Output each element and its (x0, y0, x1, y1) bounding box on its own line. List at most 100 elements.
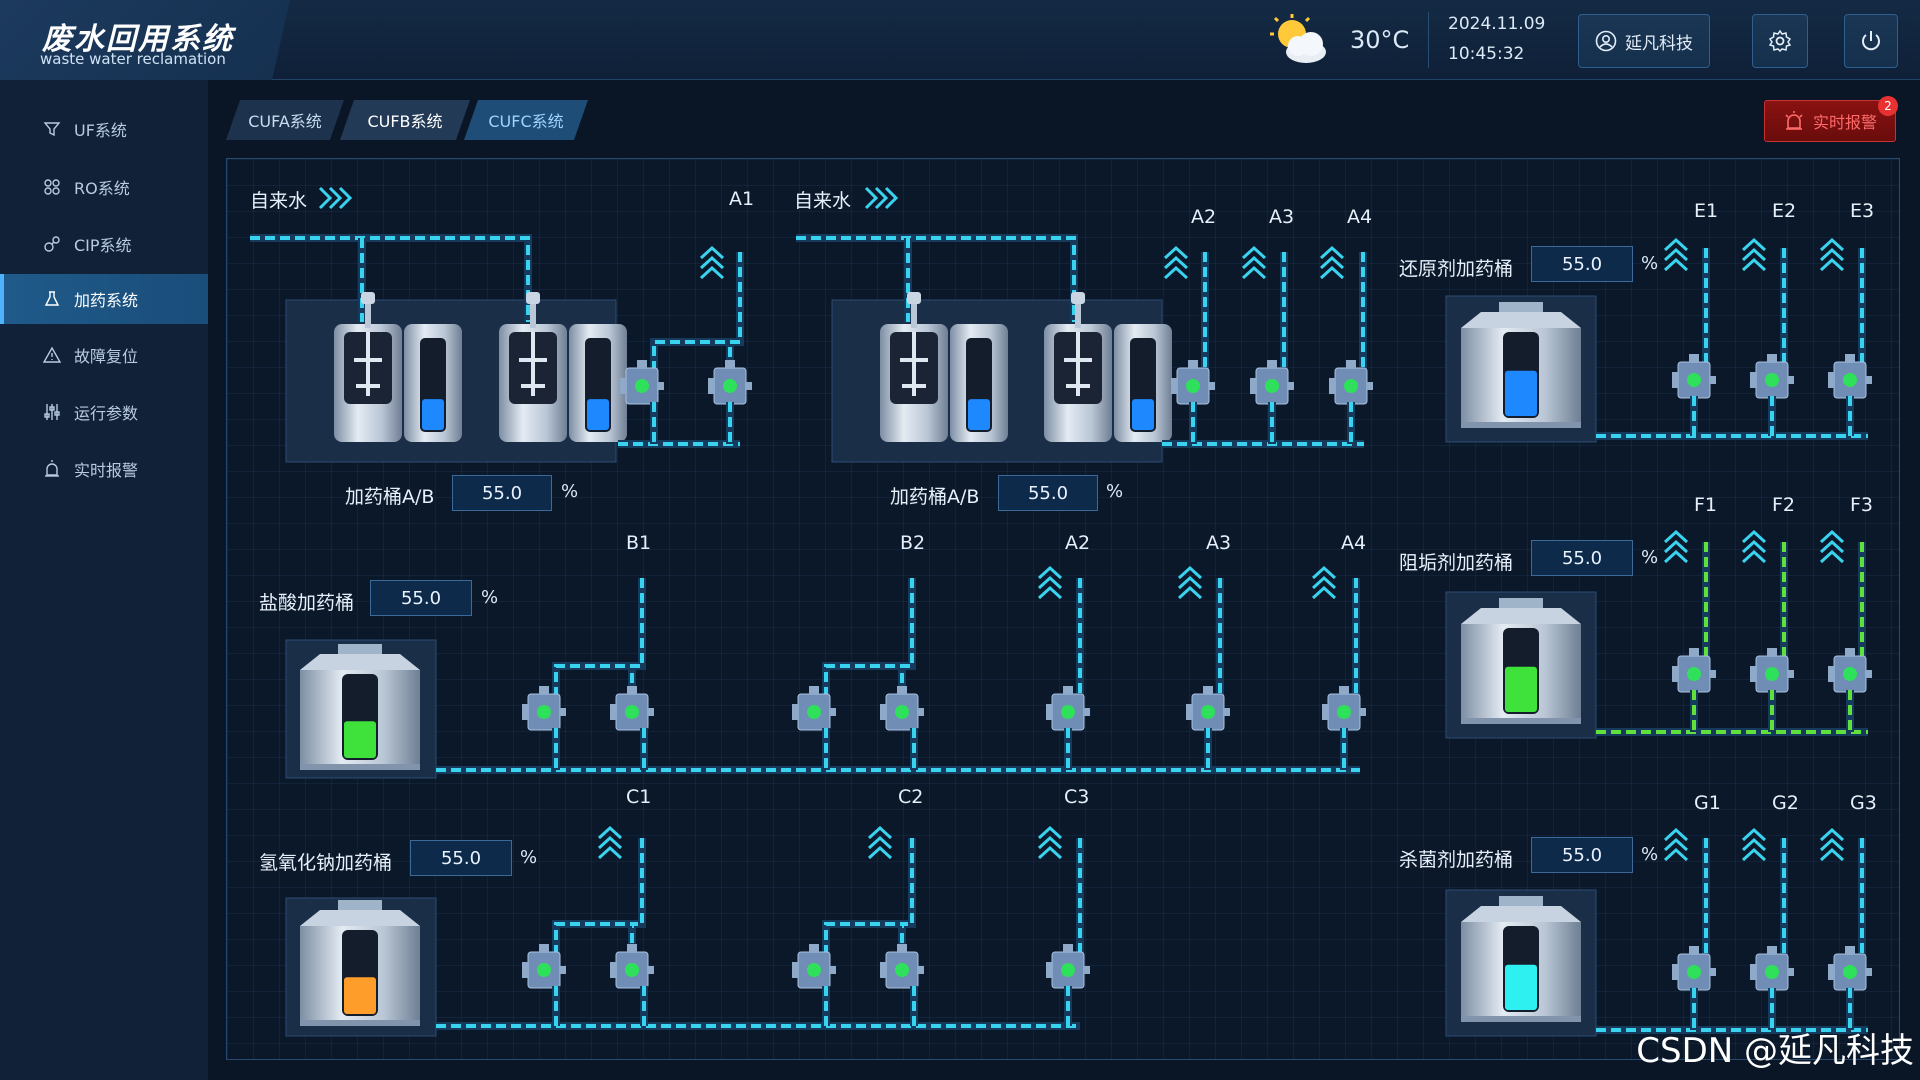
cycle-icon (44, 236, 60, 252)
reducer-value[interactable]: 55.0 (1531, 246, 1633, 282)
pump-flange (1710, 968, 1716, 976)
user-label: 延凡科技 (1625, 33, 1693, 54)
pump-inlet (809, 944, 819, 952)
sidebar-item-ro[interactable]: RO系统 (0, 162, 208, 212)
pump-flange (1750, 372, 1756, 388)
pump-flange (1329, 378, 1335, 394)
alarm-icon (45, 460, 59, 477)
point-f1: F1 (1694, 494, 1718, 516)
sidebar-item-alarms[interactable]: 实时报警 (0, 444, 208, 494)
level-fill (344, 977, 376, 1014)
biocide-value[interactable]: 55.0 (1531, 837, 1633, 873)
dosing-ab-value-left[interactable]: 55.0 (452, 475, 552, 511)
grid-icon (44, 179, 60, 195)
chevron (1177, 575, 1203, 590)
sidebar-item-label: 实时报警 (74, 461, 139, 480)
chevron (1663, 549, 1689, 564)
user-button[interactable]: 延凡科技 (1578, 14, 1710, 68)
hcl-tank-label: 盐酸加药桶 (259, 592, 355, 614)
pump-inlet (1767, 354, 1777, 362)
pump (1672, 946, 1716, 991)
pump-flange (1750, 964, 1756, 980)
up-arrows-icon (1037, 825, 1063, 860)
pump-flange (1171, 378, 1177, 394)
chevron (1819, 237, 1845, 252)
chevron (867, 825, 893, 840)
realtime-alarm-button[interactable]: 实时报警 (1764, 100, 1896, 142)
sidebar-item-dosing[interactable]: 加药系统 (0, 274, 208, 324)
pump (1672, 648, 1716, 693)
sidebar-item-params[interactable]: 运行参数 (0, 387, 208, 437)
pump (610, 944, 654, 989)
chevron (597, 845, 623, 860)
chevron (1163, 245, 1189, 260)
up-arrows-icon (1319, 245, 1345, 280)
partly-cloudy-icon (1270, 14, 1326, 63)
pump-flange (918, 966, 924, 974)
hcl-unit: % (481, 587, 499, 608)
pump-inlet (1689, 648, 1699, 656)
chevron (1741, 257, 1767, 272)
point-b1: B1 (626, 532, 652, 554)
pump-status-light (1061, 705, 1075, 719)
pump-flange (610, 962, 616, 978)
point-e3: E3 (1850, 200, 1875, 222)
pump-status-light (1344, 379, 1358, 393)
pump-flange (1788, 376, 1794, 384)
chevron (1037, 825, 1063, 840)
pump (1672, 354, 1716, 399)
chevron (1741, 827, 1767, 842)
pump-flange (1788, 670, 1794, 678)
pump-flange (1224, 708, 1230, 716)
level-fill (1132, 399, 1154, 430)
mixer-motor (907, 292, 921, 304)
mixer-motor (526, 292, 540, 304)
sidebar: UF系统 RO系统 CIP系统 加药系统 故障复位 运行参数 实时报警 (0, 80, 208, 1080)
settings-button[interactable] (1752, 14, 1808, 68)
scale-value[interactable]: 55.0 (1531, 540, 1633, 576)
dosing-ab-label-right: 加药桶A/B (890, 486, 980, 508)
pump-inlet (1767, 648, 1777, 656)
tab-cufc[interactable]: CUFC系统 (464, 100, 588, 140)
pump-flange (1367, 382, 1373, 390)
sidebar-item-cip[interactable]: CIP系统 (0, 219, 208, 269)
pump-flange (830, 708, 836, 716)
filter-icon (43, 122, 61, 137)
pump-inlet (627, 686, 637, 694)
gear-icon (1768, 29, 1792, 53)
pump-flange (1360, 708, 1366, 716)
chevron (867, 845, 893, 860)
pump-flange (1866, 968, 1872, 976)
pump-inlet (1203, 686, 1213, 694)
mixing-tank (499, 292, 627, 442)
chevron (699, 255, 725, 270)
hcl-value[interactable]: 55.0 (370, 580, 472, 616)
up-arrows-icon (1663, 827, 1689, 862)
pump-status-light (1687, 965, 1701, 979)
biocide-unit: % (1641, 844, 1659, 865)
power-button[interactable] (1844, 14, 1898, 68)
dosing-ab-value-right[interactable]: 55.0 (998, 475, 1098, 511)
pump-flange (792, 962, 798, 978)
pump-flange (1322, 704, 1328, 720)
chevron (338, 186, 353, 210)
up-arrows-icon (1037, 565, 1063, 600)
point-a2-lower: A2 (1065, 532, 1091, 554)
chemical-tank (300, 644, 420, 770)
dosing-ab-unit-right: % (1106, 481, 1124, 502)
tab-cufa[interactable]: CUFA系统 (226, 100, 344, 140)
up-arrows-icon (867, 825, 893, 860)
top-bar: 废水回用系统 waste water reclamation 30°C 2024… (0, 0, 1920, 80)
point-c2: C2 (898, 786, 924, 808)
mixer-shaft (365, 298, 371, 328)
sidebar-item-fault-reset[interactable]: 故障复位 (0, 330, 208, 380)
sidebar-item-uf[interactable]: UF系统 (0, 104, 208, 154)
chevron (699, 245, 725, 260)
tank-shoulder (300, 654, 420, 670)
pump-flange (1828, 964, 1834, 980)
tab-cufb[interactable]: CUFB系统 (340, 100, 470, 140)
naoh-value[interactable]: 55.0 (410, 840, 512, 876)
level-fill (422, 399, 444, 430)
pump-flange (1672, 964, 1678, 980)
